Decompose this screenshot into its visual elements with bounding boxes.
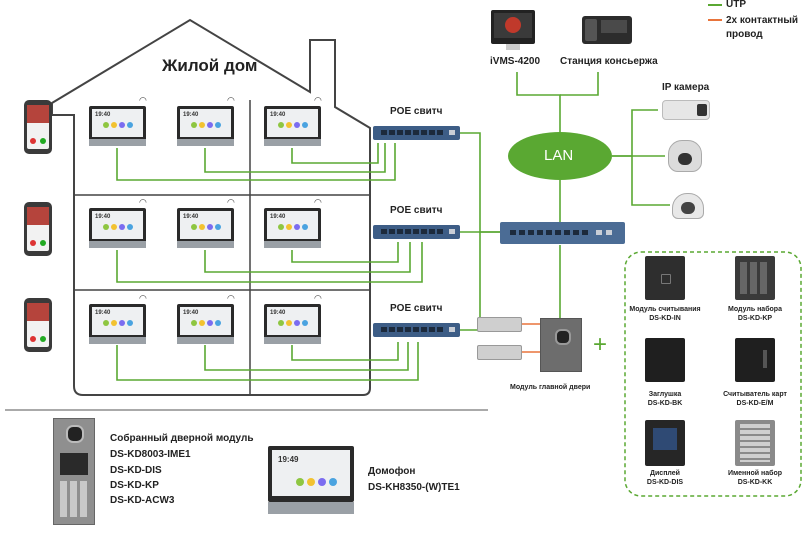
keypad-module-image	[735, 256, 775, 300]
intercom-model: DS-KH8350-(W)TE1	[368, 482, 460, 493]
module-model: DS-KD-BK	[647, 400, 683, 407]
intercom-title: Домофон	[368, 466, 416, 477]
lan-label: LAN	[544, 147, 574, 164]
indoor-monitor: 19:40	[89, 106, 146, 146]
ptz-camera-icon	[668, 140, 702, 172]
indoor-monitor: 19:40	[177, 106, 234, 146]
assembled-door-module-image	[53, 418, 95, 525]
ivms-label: iVMS-4200	[490, 56, 541, 67]
reader-module-image	[645, 256, 685, 300]
main-door-module-label: Модуль главной двери	[510, 384, 591, 391]
poe-switch-label: POE свитч	[390, 205, 443, 216]
house-title: Жилой дом	[162, 56, 258, 75]
module-label: Заглушка	[648, 391, 682, 398]
wifi-icon: ◠	[227, 293, 235, 303]
indoor-monitor: 19:40	[89, 304, 146, 344]
intercom-monitor-image: 19:49	[268, 446, 354, 514]
assembled-module-line: DS-KD-KP	[110, 480, 159, 491]
monitor-time: 19:40	[270, 112, 286, 118]
module-model: DS-KD-E/M	[736, 400, 774, 407]
module-label: Дисплей	[650, 470, 680, 477]
poe-switch-1	[373, 126, 460, 140]
modules-box	[624, 251, 802, 497]
assembled-module-line: DS-KD-ACW3	[110, 495, 175, 506]
indoor-monitor: 19:40	[264, 208, 321, 248]
module-label: Считыватель карт	[723, 391, 787, 398]
intercom-screen-time: 19:49	[278, 455, 299, 464]
monitor-time: 19:40	[95, 310, 111, 316]
legend-utp-label: UTP	[726, 0, 746, 10]
mobile-phone-1	[24, 100, 52, 154]
lan-cloud	[508, 132, 612, 180]
monitor-time: 19:40	[270, 310, 286, 316]
concierge-label: Станция консьержа	[560, 56, 658, 67]
dome-camera-icon	[672, 193, 704, 219]
poe-switch-2	[373, 225, 460, 239]
main-switch	[500, 222, 625, 244]
ivms-computer-icon	[491, 10, 535, 44]
electromagnetic-lock-icon	[477, 345, 522, 360]
monitor-time: 19:40	[183, 310, 199, 316]
wifi-icon: ◠	[227, 95, 235, 105]
monitor-time: 19:40	[270, 214, 286, 220]
concierge-station-icon	[582, 16, 632, 44]
monitor-time: 19:40	[183, 112, 199, 118]
mobile-phone-2	[24, 202, 52, 256]
bullet-camera-icon	[662, 100, 710, 120]
indoor-monitor: 19:40	[264, 106, 321, 146]
assembled-module-title: Собранный дверной модуль	[110, 433, 254, 444]
poe-switch-label: POE свитч	[390, 303, 443, 314]
legend-2wire-label: 2х контактный провод	[726, 15, 799, 40]
utp-wires	[116, 72, 670, 381]
module-model: DS-KD-IN	[649, 315, 681, 322]
indoor-monitor: 19:40	[177, 208, 234, 248]
module-label: Модуль набора	[728, 306, 782, 313]
indoor-monitor: 19:40	[264, 304, 321, 344]
wifi-icon: ◠	[314, 293, 322, 303]
poe-switch-3	[373, 323, 460, 337]
wifi-icon: ◠	[314, 95, 322, 105]
ip-camera-label: IP камера	[662, 82, 710, 93]
blank-module-image	[645, 338, 685, 382]
wifi-icon: ◠	[227, 197, 235, 207]
indoor-monitor: 19:40	[89, 208, 146, 248]
monitor-time: 19:40	[183, 214, 199, 220]
display-module-image	[645, 420, 685, 466]
indoor-monitor: 19:40	[177, 304, 234, 344]
monitor-time: 19:40	[95, 112, 111, 118]
electromagnetic-lock-icon	[477, 317, 522, 332]
module-label: Именной набор	[727, 470, 783, 477]
wifi-icon: ◠	[139, 95, 147, 105]
assembled-module-line: DS-KD-DIS	[110, 465, 162, 476]
wifi-icon: ◠	[139, 197, 147, 207]
assembled-module-line: DS-KD8003-IME1	[110, 449, 191, 460]
wifi-icon: ◠	[314, 197, 322, 207]
wifi-icon: ◠	[139, 293, 147, 303]
monitor-time: 19:40	[95, 214, 111, 220]
module-model: DS-KD-KP	[737, 315, 773, 322]
plus-sign: +	[593, 331, 608, 358]
module-model: DS-KD-DIS	[646, 479, 684, 486]
two-wire-lines	[520, 323, 540, 353]
main-door-module	[540, 318, 582, 372]
mobile-phone-3	[24, 298, 52, 352]
ivms-stand	[506, 44, 520, 50]
card-reader-module-image	[735, 338, 775, 382]
name-keypad-module-image	[735, 420, 775, 466]
module-model: DS-KD-KK	[737, 479, 773, 486]
poe-switch-label: POE свитч	[390, 106, 443, 117]
module-label: Модуль считывания	[629, 306, 701, 313]
